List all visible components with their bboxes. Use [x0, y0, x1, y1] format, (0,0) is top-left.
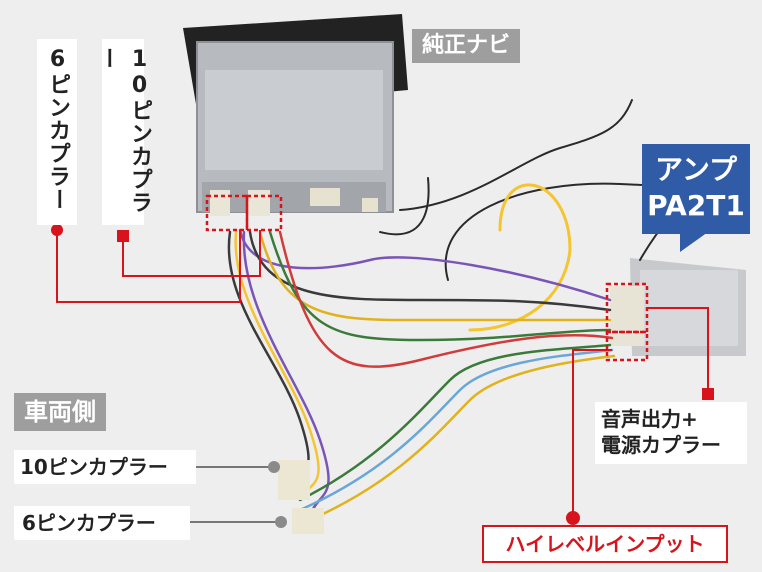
wire-harness	[227, 99, 684, 522]
callout-square-audio-power	[702, 388, 714, 400]
coupler-6pin-vertical-label: 6ピンカプラー	[37, 39, 77, 225]
navi-head-unit	[183, 14, 408, 216]
amp-model-label: PA2T1	[647, 189, 745, 222]
coupler-6pin-connector	[292, 508, 324, 534]
audio-power-coupler-line1: 音声出力+	[601, 407, 698, 431]
callout-line-6pin	[56, 230, 241, 303]
coupler-10pin-vertical-label: 10ピンカプラー	[95, 39, 152, 225]
coupler-10pin-connector	[278, 460, 310, 500]
callout-square-10pin	[117, 230, 129, 242]
high-level-input-label: ハイレベルインプット	[482, 525, 728, 563]
callout-line-high-level	[572, 349, 612, 518]
highlight-10pin	[245, 194, 283, 232]
amp-label-pointer	[680, 232, 708, 252]
callout-dot-6pin	[51, 224, 63, 236]
leader-dot-10pin	[268, 461, 280, 473]
amp-label-title: アンプ	[654, 153, 738, 186]
callout-dot-high-level	[566, 511, 580, 525]
callout-line-audio-power	[647, 307, 709, 390]
coupler-6pin-horizontal-label: 6ピンカプラー	[14, 506, 190, 540]
head-unit-label: 純正ナビ	[412, 29, 521, 63]
audio-power-coupler-line2: 電源カプラー	[601, 433, 721, 457]
callout-line-10pin	[122, 230, 261, 277]
amp-label: アンプ PA2T1	[642, 144, 750, 234]
audio-power-coupler-label: 音声出力+ 電源カプラー	[595, 402, 747, 464]
coupler-10pin-horizontal-label: 10ピンカプラー	[14, 450, 196, 484]
highlight-high-level	[605, 330, 649, 362]
leader-dot-6pin	[275, 516, 287, 528]
vehicle-side-label: 車両側	[14, 393, 106, 431]
